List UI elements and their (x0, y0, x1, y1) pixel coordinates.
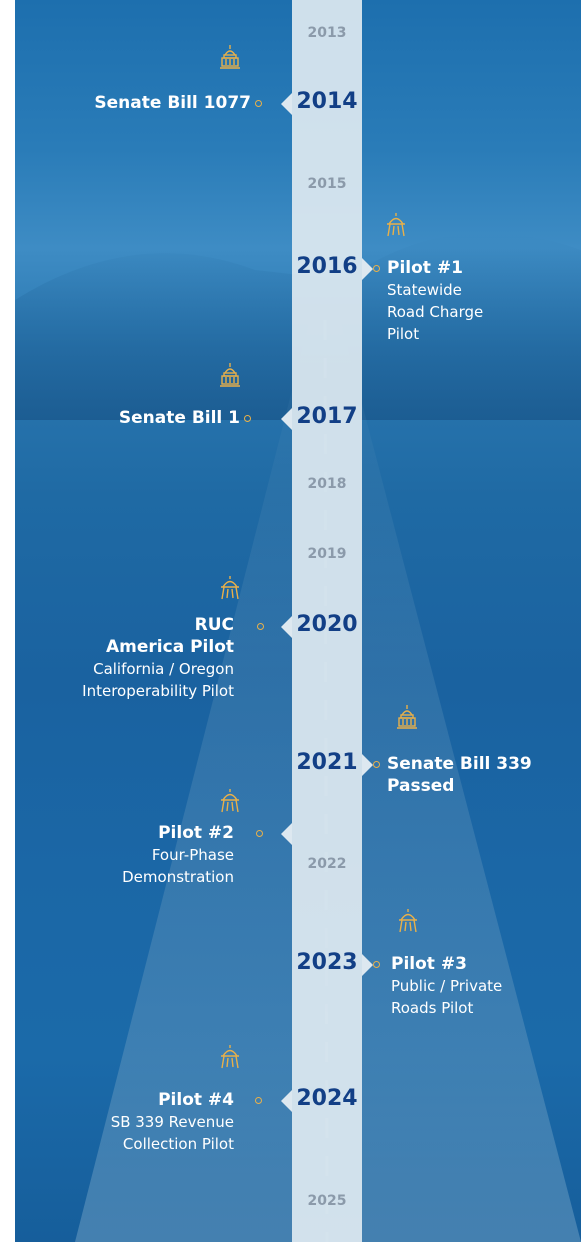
event-description: Public / Private (391, 977, 503, 995)
event-senate-bill-1077: Senate Bill 1077 (21, 92, 251, 114)
event-title: Pilot #3 (391, 954, 467, 974)
event-title: Senate Bill 1 (118, 408, 240, 428)
year-2014: 2014 (296, 89, 358, 114)
timeline-panel: 2013 2014 2015 2016 2017 2018 2019 2020 … (15, 0, 581, 1242)
year-2025: 2025 (307, 1193, 347, 1209)
event-title: Senate Bill 339 (387, 754, 532, 774)
year-2024: 2024 (296, 1086, 358, 1111)
event-senate-bill-1: Senate Bill 1 (20, 407, 240, 429)
pointer-left-2017 (281, 408, 292, 430)
pointer-left-2014 (281, 93, 292, 115)
connector-dot (256, 830, 263, 837)
connector-dot (373, 961, 380, 968)
year-2020: 2020 (296, 612, 358, 637)
event-description: SB 339 Revenue (110, 1113, 234, 1131)
connector-dot (373, 761, 380, 768)
pointer-left-pilot2 (281, 823, 292, 845)
event-title: Pilot #4 (158, 1090, 234, 1110)
event-pilot-3: Pilot #3 Public / Private Roads Pilot (391, 953, 577, 1019)
event-title: RUC (194, 615, 234, 635)
capitol-icon (220, 363, 240, 387)
event-title: Pilot #1 (387, 258, 463, 278)
year-2023: 2023 (296, 950, 358, 975)
event-description: Interoperability Pilot (82, 682, 234, 700)
connector-dot (257, 623, 264, 630)
event-title: Passed (387, 776, 455, 796)
year-2013: 2013 (307, 25, 347, 41)
road-pilot-icon (399, 909, 417, 933)
pointer-right-2016 (362, 258, 373, 280)
event-description: Road Charge (387, 303, 484, 321)
capitol-icon (220, 45, 240, 69)
timeline-bar (292, 0, 362, 1242)
connector-dot (373, 265, 380, 272)
road-pilot-icon (221, 1045, 239, 1069)
road-pilot-icon (387, 213, 405, 237)
event-description: Demonstration (122, 868, 234, 886)
road-pilot-icon (221, 789, 239, 813)
event-description: Collection Pilot (122, 1135, 234, 1153)
year-2021: 2021 (296, 750, 358, 775)
event-description: Four-Phase (151, 846, 234, 864)
pointer-left-2020 (281, 616, 292, 638)
connector-dot (255, 100, 262, 107)
event-pilot-4: Pilot #4 SB 339 Revenue Collection Pilot (15, 1089, 234, 1155)
event-pilot-2: Pilot #2 Four-Phase Demonstration (15, 822, 234, 888)
event-senate-bill-339: Senate Bill 339 Passed (387, 753, 577, 797)
event-title: Senate Bill 1077 (94, 93, 251, 113)
year-2017: 2017 (296, 404, 358, 429)
year-2022: 2022 (307, 856, 347, 872)
year-2019: 2019 (307, 546, 347, 562)
event-title: Pilot #2 (158, 823, 234, 843)
event-description: Statewide (387, 281, 462, 299)
pointer-right-2021 (362, 754, 373, 776)
event-description: Roads Pilot (391, 999, 474, 1017)
year-2016: 2016 (296, 254, 358, 279)
pointer-left-2024 (281, 1090, 292, 1112)
year-2018: 2018 (307, 476, 347, 492)
connector-dot (255, 1097, 262, 1104)
road-pilot-icon (221, 576, 239, 600)
event-pilot-1: Pilot #1 Statewide Road Charge Pilot (387, 257, 577, 345)
event-title: America Pilot (106, 637, 234, 657)
event-ruc-america-pilot: RUC America Pilot California / Oregon In… (15, 614, 234, 702)
capitol-icon (397, 705, 417, 729)
event-description: California / Oregon (93, 660, 234, 678)
connector-dot (244, 415, 251, 422)
pointer-right-2023 (362, 954, 373, 976)
year-2015: 2015 (307, 176, 347, 192)
event-description: Pilot (387, 325, 420, 343)
